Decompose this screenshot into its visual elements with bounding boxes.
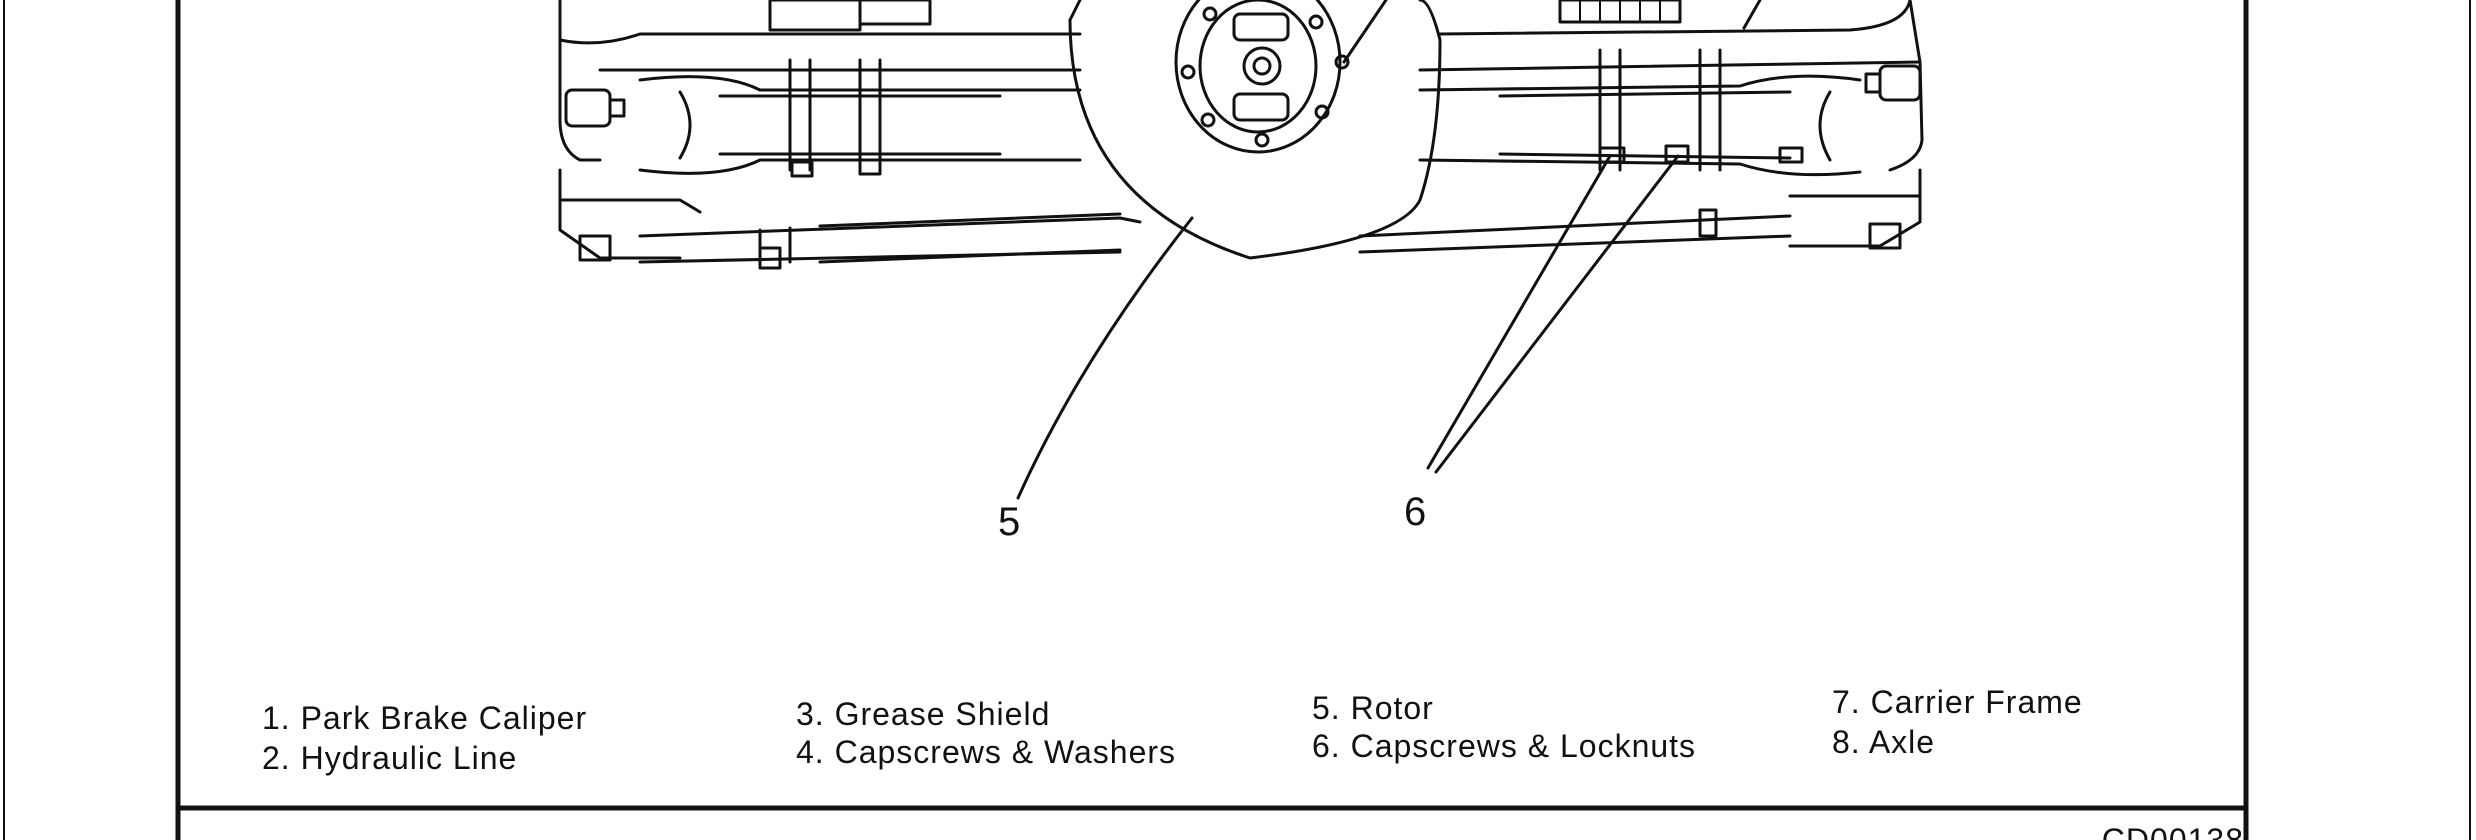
legend-label: Rotor: [1350, 690, 1434, 726]
legend-label: Capscrews & Washers: [834, 734, 1177, 770]
legend-number: 8.: [1832, 724, 1861, 760]
legend-label: Hydraulic Line: [300, 740, 518, 776]
axle-frame-assembly: [558, 0, 1924, 270]
legend-number: 4.: [796, 734, 825, 770]
figure-border: [3, 0, 2471, 840]
legend-number: 3.: [796, 696, 825, 732]
legend-item-capscrews-locknuts: 6. Capscrews & Locknuts: [1312, 728, 1696, 764]
leader-lines: [1016, 0, 1762, 500]
legend-label: Axle: [1868, 724, 1936, 760]
legend-item-hydraulic-line: 2. Hydraulic Line: [262, 740, 517, 776]
legend-number: 6.: [1312, 728, 1341, 764]
legend-label: Carrier Frame: [1870, 684, 2083, 720]
legend-label: Park Brake Caliper: [300, 700, 588, 736]
legend-item-capscrews-washers: 4. Capscrews & Washers: [796, 734, 1176, 770]
legend-number: 1.: [262, 700, 291, 736]
legend-item-rotor: 5. Rotor: [1312, 690, 1434, 726]
legend-item-park-brake-caliper: 1. Park Brake Caliper: [262, 700, 587, 736]
legend-item-grease-shield: 3. Grease Shield: [796, 696, 1050, 732]
legend-number: 5.: [1312, 690, 1341, 726]
legend-label: Grease Shield: [834, 696, 1051, 732]
rotor-with-hub: [1068, 0, 1442, 260]
legend-number: 2.: [262, 740, 291, 776]
legend-label: Capscrews & Locknuts: [1350, 728, 1697, 764]
legend-item-carrier-frame: 7. Carrier Frame: [1832, 684, 2083, 720]
figure-code: CD00138: [2101, 822, 2244, 840]
legend-number: 7.: [1832, 684, 1861, 720]
callout-6: 6: [1404, 490, 1427, 534]
callout-5: 5: [998, 500, 1021, 544]
legend-item-axle: 8. Axle: [1832, 724, 1935, 760]
